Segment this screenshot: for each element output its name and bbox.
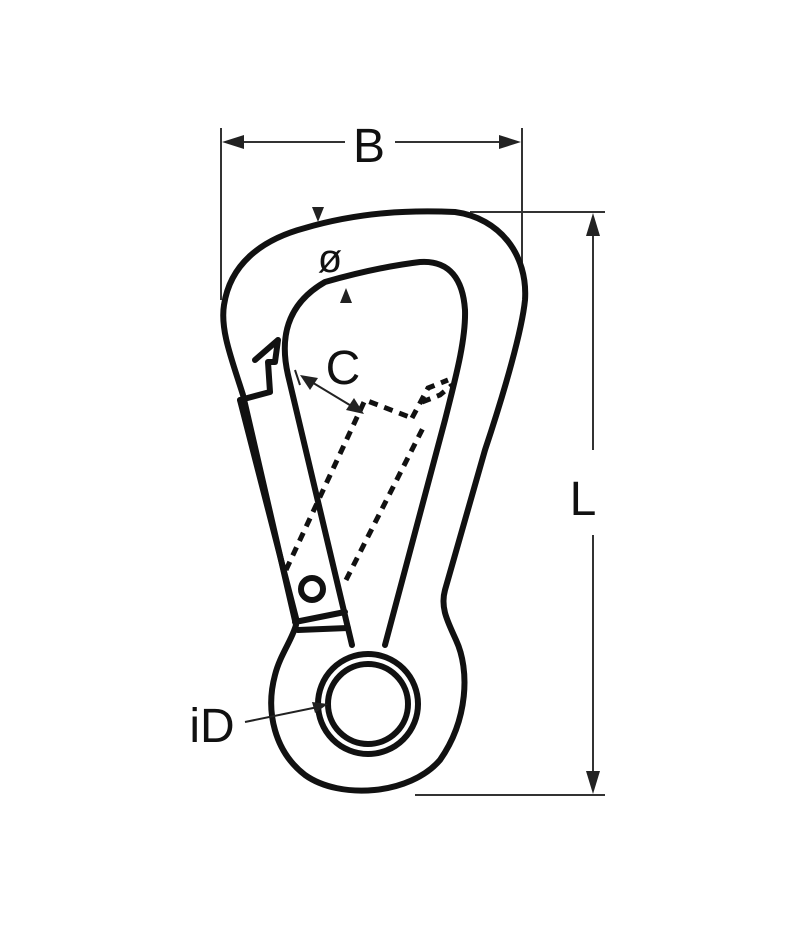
wire-diameter-label: ø	[318, 237, 342, 281]
opening-label: C	[326, 342, 361, 395]
gate	[237, 337, 351, 633]
dimension-c: C	[294, 342, 364, 414]
gate-open-position	[283, 377, 454, 582]
eyelet	[315, 651, 421, 757]
gate-pin	[298, 575, 326, 603]
width-label: B	[353, 120, 385, 173]
dimension-b: B	[220, 120, 523, 300]
carabiner-inner-outline	[281, 258, 469, 648]
dimension-wire-diameter: ø	[312, 207, 352, 303]
dimension-l: L	[415, 211, 605, 796]
inner-diameter-label: iD	[189, 700, 234, 753]
length-label: L	[570, 473, 597, 526]
dimension-inner-diameter: iD	[189, 700, 328, 753]
carabiner-outer-outline	[220, 208, 529, 794]
